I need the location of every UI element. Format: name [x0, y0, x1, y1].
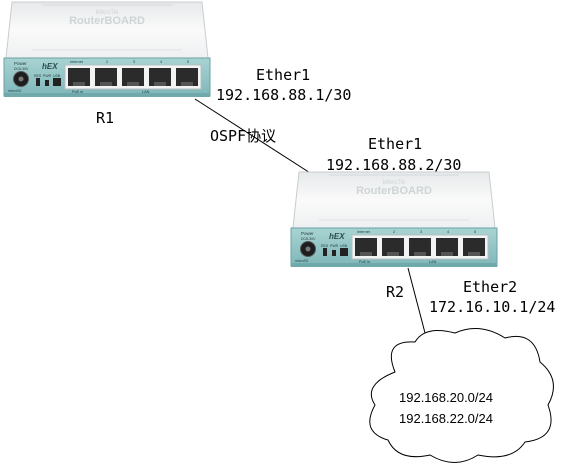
cloud-network-1: 192.168.20.0/24	[399, 390, 493, 405]
link-r1-r2	[194, 98, 319, 179]
router-r1-brand: RouterBOARD	[69, 15, 145, 27]
ospf-protocol-label: OSPF协议	[210, 127, 277, 145]
router-r1-port-4: 4	[160, 60, 162, 64]
cloud-network-2: 192.168.22.0/24	[399, 411, 493, 426]
router-r2-port-2: 2	[393, 230, 395, 234]
router-r1-port-3: 3	[133, 60, 135, 64]
router-r1-port-2: 2	[106, 60, 108, 64]
router-r2-internet-label: Internet	[357, 230, 371, 234]
router-r1-microsd-label: microSD	[8, 89, 22, 93]
router-r2-port-4: 4	[447, 230, 449, 234]
router-r2-brand: RouterBOARD	[356, 185, 432, 197]
network-cloud	[369, 328, 554, 463]
r2-ether2-ip-label: 172.16.10.1/24	[429, 298, 556, 316]
router-r1-port-5: 5	[187, 60, 189, 64]
router-r1-power-sub: DC8-30V	[14, 67, 29, 71]
router-r1-model: hEX	[42, 62, 58, 71]
router-r1-label: R1	[96, 109, 115, 127]
router-r1-power-label: Power	[14, 61, 27, 66]
r2-ether2-iface-label: Ether2	[463, 278, 518, 296]
router-r2-label: R2	[386, 283, 405, 301]
router-r2-microsd-label: microSD	[295, 259, 309, 263]
router-r1-lan-label: LAN	[142, 90, 150, 94]
router-r2-logo: MikroTik	[383, 180, 406, 186]
router-r1-usb-label: USB	[53, 74, 61, 78]
r1-ether1-ip-label: 192.168.88.1/30	[216, 86, 352, 104]
router-r2-res-label: RES	[321, 244, 329, 248]
router-r2-port-3: 3	[420, 230, 422, 234]
router-r1-internet-label: Internet	[70, 60, 84, 64]
router-r2-port-5: 5	[474, 230, 476, 234]
router-r2-pwr-label: PWR	[330, 244, 339, 248]
router-r2-usb-label: USB	[340, 244, 348, 248]
router-r2-power-label: Power	[301, 231, 314, 236]
router-r2-poe-label: PoE in	[359, 260, 370, 264]
r2-ether1-iface-label: Ether1	[368, 135, 423, 153]
router-r1-res-label: RES	[34, 74, 42, 78]
router-r2-power-sub: DC8-30V	[301, 237, 316, 241]
router-r1-poe-label: PoE in	[72, 90, 83, 94]
r1-ether1-iface-label: Ether1	[256, 66, 311, 84]
router-r2-lan-label: LAN	[429, 260, 437, 264]
r2-ether1-ip-label: 192.168.88.2/30	[326, 156, 462, 174]
router-r1-logo: MikroTik	[96, 10, 119, 16]
router-r1-pwr-label: PWR	[43, 74, 52, 78]
router-r2: RouterBOARD MikroTik hEX Power DC8-30V R…	[290, 171, 498, 268]
router-r2-model: hEX	[329, 232, 345, 241]
router-r1: RouterBOARD MikroTik hEX Power DC8-30V R…	[3, 1, 211, 98]
